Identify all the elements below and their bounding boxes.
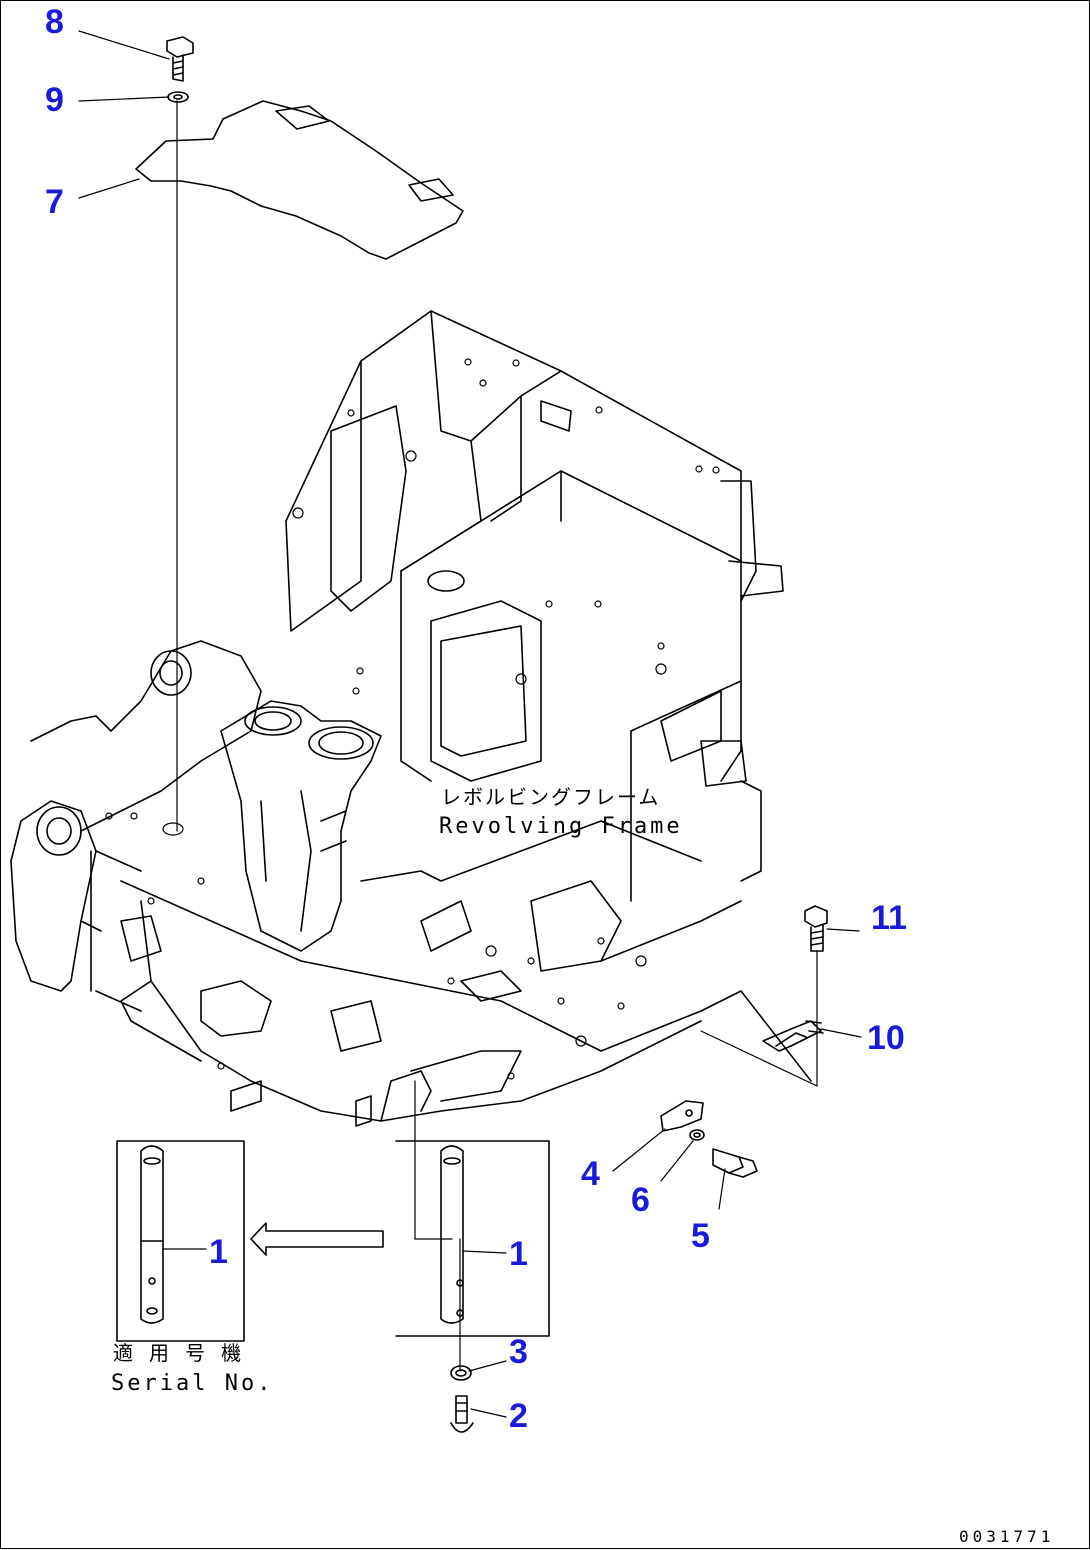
washer-part-9 [167,91,189,103]
callout-2: 2 [509,1397,528,1435]
standard-detail-bracket [395,1080,550,1372]
frame-label-english: Revolving Frame [439,814,683,839]
callout-10: 10 [867,1019,905,1057]
callout-8: 8 [45,3,64,41]
arrow-pointer [250,1222,384,1256]
callout-7: 7 [45,183,64,221]
bolt-part-11 [804,905,828,952]
frame-label-japanese: レボルビングフレーム [441,785,661,809]
frame-holes [105,358,720,1080]
callout-11: 11 [871,899,907,937]
washer-part-6 [689,1129,705,1141]
serial-label-japanese: 適 用 号 機 [113,1341,244,1365]
callout-5: 5 [691,1217,710,1255]
bolt-part-2 [450,1395,474,1433]
callout-3: 3 [509,1333,528,1371]
frame-tall-box [285,310,784,902]
bracket-part-4 [660,1100,704,1132]
callout-4: 4 [581,1155,600,1193]
bolt-part-5 [712,1148,758,1178]
serial-label-english: Serial No. [111,1371,274,1396]
frame-swing-tower [220,700,382,952]
cover-plate-part-7 [135,100,464,260]
bolt-part-8 [166,36,194,82]
drawing-id: 0031771 [959,1527,1055,1546]
callout-1-right: 1 [509,1235,528,1273]
frame-lower-deck [90,820,812,1127]
callout-1-left: 1 [209,1233,228,1271]
callout-9: 9 [45,81,64,119]
frame-left-boom-foot [10,640,262,992]
leader-lines [78,30,862,1418]
callout-6: 6 [631,1181,650,1219]
serial-detail-box [116,1140,245,1342]
washer-part-3 [450,1365,472,1381]
clamp-part-10 [762,1020,824,1052]
